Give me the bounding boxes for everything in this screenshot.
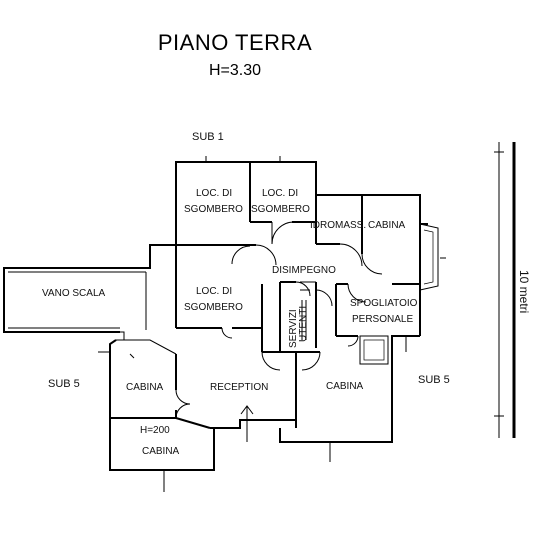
door-swings xyxy=(175,221,383,419)
room-reception: RECEPTION xyxy=(210,382,268,393)
sub1-label: SUB 1 xyxy=(192,131,224,143)
room-utenti: UTENTI xyxy=(298,306,309,342)
room-loc1-line2: SGOMBERO xyxy=(184,204,243,215)
room-vano-scala: VANO SCALA xyxy=(42,288,105,299)
room-idromass: IDROMASS. xyxy=(310,220,366,231)
room-labels: LOC. DI SGOMBERO LOC. DI SGOMBERO IDROMA… xyxy=(42,188,418,457)
room-loc2-line2: SGOMBERO xyxy=(251,204,310,215)
room-disimpegno: DISIMPEGNO xyxy=(272,265,336,276)
sub5-right-label: SUB 5 xyxy=(418,374,450,386)
plan-height-label: H=3.30 xyxy=(208,62,262,79)
sub5-left-label: SUB 5 xyxy=(48,378,80,390)
room-servizi: SERVIZI xyxy=(288,309,299,348)
scale-bar: 10 metri xyxy=(494,142,531,438)
room-cabina-right: CABINA xyxy=(326,381,364,392)
room-spogliatoio: SPOGLIATOIO xyxy=(350,298,418,309)
window-marks xyxy=(98,156,446,492)
room-loc3-line1: LOC. DI xyxy=(196,286,232,297)
room-cabina-left: CABINA xyxy=(126,382,164,393)
inner-walls xyxy=(175,162,420,418)
outer-walls xyxy=(3,161,439,471)
room-cabina-top: CABINA xyxy=(368,220,406,231)
room-personale: PERSONALE xyxy=(352,314,413,325)
room-loc1-line1: LOC. DI xyxy=(196,188,232,199)
room-loc2-line1: LOC. DI xyxy=(262,188,298,199)
plan-title: PIANO TERRA xyxy=(157,30,313,55)
room-loc3-line2: SGOMBERO xyxy=(184,302,243,313)
room-h200: H=200 xyxy=(140,425,170,436)
room-cabina-bottom: CABINA xyxy=(142,446,180,457)
scale-label: 10 metri xyxy=(517,270,531,313)
entrance-arrow xyxy=(240,405,254,442)
